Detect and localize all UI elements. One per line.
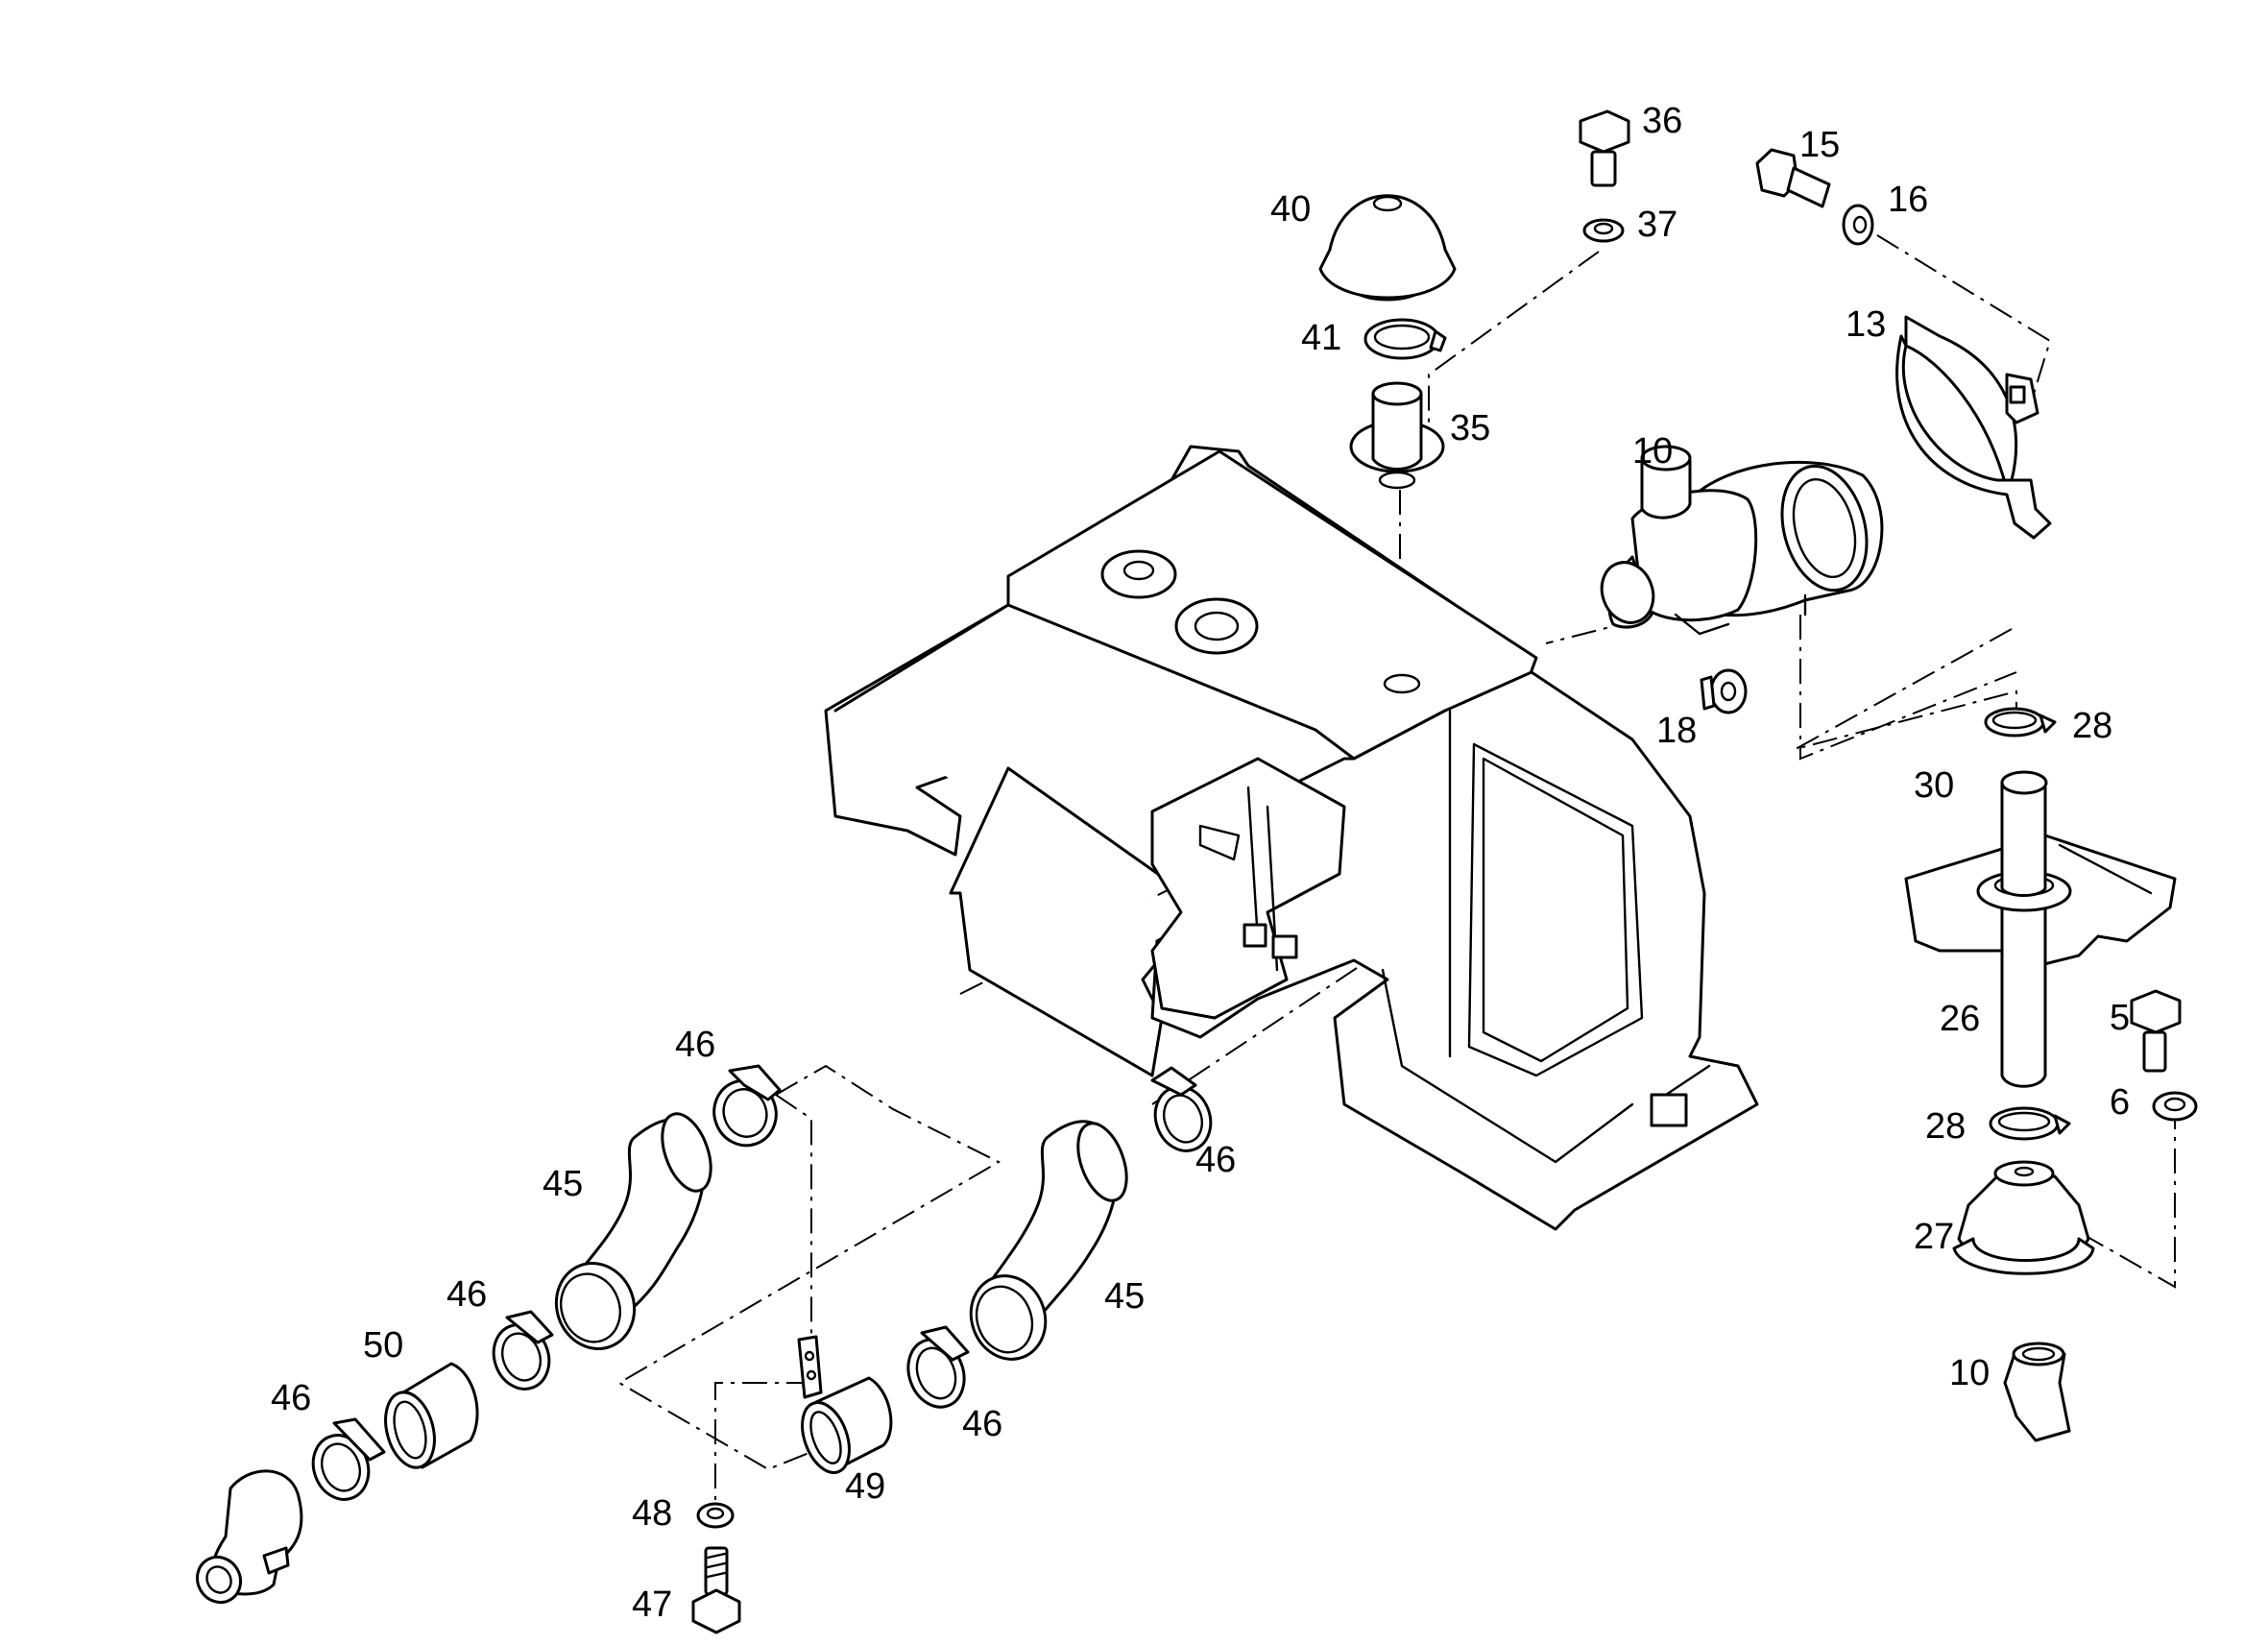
part-46-hose-clamp — [712, 1064, 782, 1148]
callout-28-top: 28 — [2072, 706, 2112, 746]
bolt-head-icon — [1271, 934, 1298, 959]
callout-41: 41 — [1301, 318, 1341, 358]
callout-28-bottom: 28 — [1925, 1106, 1966, 1147]
top-plate-flange-icon — [1174, 597, 1259, 655]
callout-46-b: 46 — [1195, 1140, 1236, 1180]
part-50-connector — [384, 1362, 479, 1469]
callout-15: 15 — [1799, 125, 1840, 165]
callout-40: 40 — [1270, 189, 1311, 230]
part-46-hose-clamp — [1150, 1066, 1213, 1152]
part-5-bolt — [2130, 989, 2182, 1073]
callout-46-a: 46 — [675, 1025, 715, 1065]
callout-37: 37 — [1637, 205, 1677, 245]
part-16-washer — [1842, 204, 1874, 246]
callout-36: 36 — [1642, 101, 1682, 141]
part-45-hose-left — [554, 1112, 712, 1350]
part-37-washer — [1582, 218, 1625, 243]
callout-30: 30 — [1914, 765, 1954, 806]
part-27-rubber-boot — [1952, 1160, 2095, 1275]
callout-13: 13 — [1846, 304, 1886, 345]
part-28-clamp-lower — [1989, 1106, 2071, 1141]
callout-46-d: 46 — [271, 1378, 311, 1418]
part-36-bolt — [1579, 109, 1630, 187]
callout-47: 47 — [632, 1585, 672, 1625]
callout-27: 27 — [1914, 1217, 1954, 1257]
callout-26: 26 — [1940, 999, 1980, 1039]
callout-48: 48 — [632, 1493, 672, 1534]
part-13-strap-clamp — [1895, 315, 2052, 540]
callout-10-top: 10 — [1632, 431, 1673, 472]
callout-50: 50 — [363, 1325, 403, 1366]
part-10-sleeve — [2003, 1342, 2071, 1442]
callout-46-e: 46 — [962, 1404, 1002, 1444]
part-46-hose-clamp — [906, 1325, 970, 1409]
part-47-bolt — [691, 1546, 741, 1634]
part-elbow-inlet — [195, 1469, 303, 1605]
callout-49: 49 — [845, 1466, 885, 1507]
part-49-bracket-pipe — [797, 1335, 893, 1474]
callout-10-bottom: 10 — [1949, 1353, 1990, 1393]
callout-46-c: 46 — [446, 1274, 487, 1315]
stop-block-icon — [1650, 1093, 1688, 1127]
part-6-washer — [2152, 1091, 2198, 1122]
callout-35: 35 — [1450, 408, 1490, 448]
bolt-head-icon — [1243, 923, 1267, 948]
callout-18: 18 — [1656, 711, 1697, 751]
part-46-hose-clamp — [311, 1417, 386, 1501]
main-housing — [824, 445, 1759, 1231]
part-45-hose-right — [969, 1120, 1128, 1361]
top-plate-boss-icon — [1100, 549, 1177, 599]
part-18-nut — [1700, 668, 1748, 714]
callout-6: 6 — [2110, 1082, 2130, 1123]
part-26-tube — [1976, 770, 2072, 1088]
part-28-clamp-upper — [1984, 707, 2057, 738]
part-46-hose-clamp — [492, 1310, 554, 1391]
part-10-air-filter — [1600, 445, 1884, 636]
callout-16: 16 — [1888, 180, 1928, 220]
part-41-clamp — [1363, 318, 1447, 360]
callout-5: 5 — [2110, 998, 2130, 1038]
part-48-washer — [696, 1502, 735, 1529]
part-40-cap — [1318, 194, 1457, 302]
callout-45-right: 45 — [1104, 1276, 1145, 1317]
part-15-bolt — [1755, 148, 1831, 208]
callout-45-left: 45 — [543, 1164, 583, 1204]
part-35-pipe — [1349, 381, 1445, 490]
